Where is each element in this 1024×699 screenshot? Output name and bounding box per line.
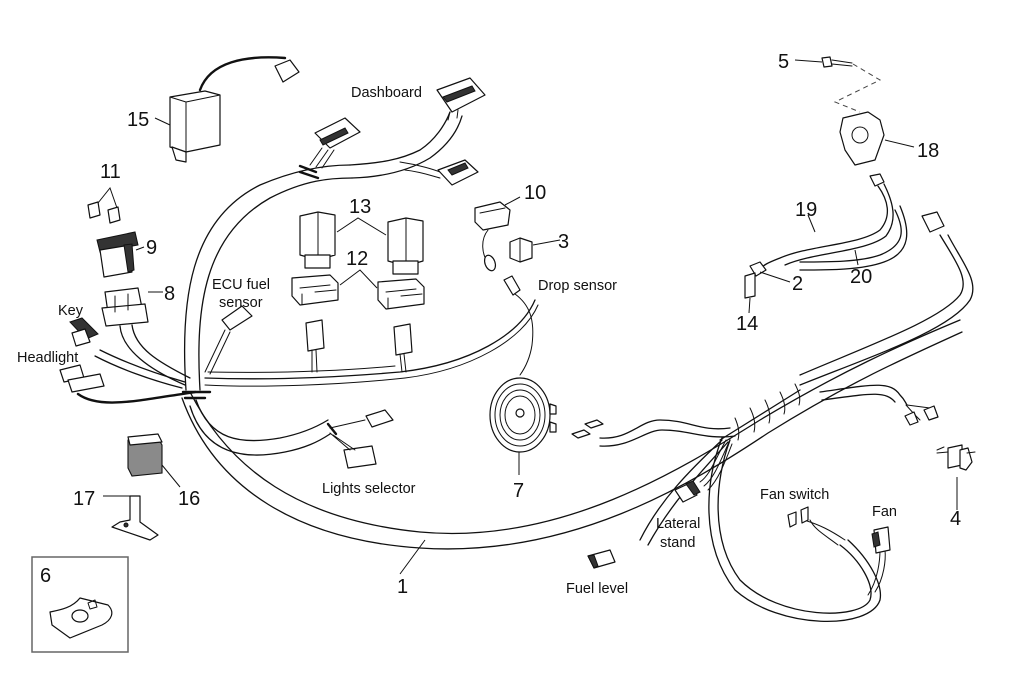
parts-16-17 (111, 433, 163, 541)
leader-lines (103, 59, 958, 575)
label-lights-selector: Lights selector (322, 481, 416, 497)
part-number-3: 3 (558, 231, 569, 253)
part-number-15: 15 (127, 109, 149, 131)
part-number-19: 19 (795, 199, 817, 221)
part-number-labels: 1 2 3 4 5 6 7 8 9 10 11 12 13 14 15 16 1… (40, 51, 961, 598)
part-15-control-unit (169, 56, 300, 163)
part-number-4: 4 (950, 508, 961, 530)
part-number-14: 14 (736, 313, 758, 335)
label-lateral-stand-line1: Lateral (656, 516, 700, 532)
part-number-9: 9 (146, 237, 157, 259)
label-headlight: Headlight (17, 350, 78, 366)
relays-sockets (291, 211, 425, 373)
key-headlight-connectors (59, 317, 197, 404)
fuel-sensor-group (744, 56, 945, 299)
main-harness (181, 111, 963, 550)
label-dashboard: Dashboard (351, 85, 422, 101)
fuses-relay-group (87, 186, 191, 386)
label-fan-switch: Fan switch (760, 487, 829, 503)
part-6-clip-box (31, 556, 129, 653)
lower-right-connectors (587, 405, 939, 569)
part-number-20: 20 (850, 266, 872, 288)
part-number-11: 11 (100, 161, 121, 183)
connector-labels: Dashboard Drop sensor ECU fuel sensor Ke… (17, 85, 897, 597)
part-number-12: 12 (346, 248, 368, 270)
part-4-switch (936, 444, 976, 471)
label-ecu-fuel-sensor-line1: ECU fuel (212, 277, 270, 293)
dashboard-connectors (309, 77, 486, 186)
part-number-7: 7 (513, 480, 524, 502)
part-number-6: 6 (40, 565, 51, 587)
part-number-5: 5 (778, 51, 789, 73)
part-number-17: 17 (73, 488, 95, 510)
label-fuel-level: Fuel level (566, 581, 628, 597)
part-number-1: 1 (397, 576, 408, 598)
label-key: Key (58, 303, 84, 319)
ecu-fuel-sensor-connector (204, 305, 253, 375)
horn (489, 377, 604, 453)
part-number-10: 10 (524, 182, 546, 204)
part-number-16: 16 (178, 488, 200, 510)
lights-selector-connectors (326, 409, 394, 469)
label-fan: Fan (872, 504, 897, 520)
drop-sensor-group (474, 201, 534, 376)
right-harness (599, 234, 974, 622)
label-drop-sensor: Drop sensor (538, 278, 617, 294)
label-lateral-stand-line2: stand (660, 535, 695, 551)
part-number-2: 2 (792, 273, 803, 295)
label-ecu-fuel-sensor-line2: sensor (219, 295, 263, 311)
part-number-18: 18 (917, 140, 939, 162)
part-number-8: 8 (164, 283, 175, 305)
part-number-13: 13 (349, 196, 371, 218)
